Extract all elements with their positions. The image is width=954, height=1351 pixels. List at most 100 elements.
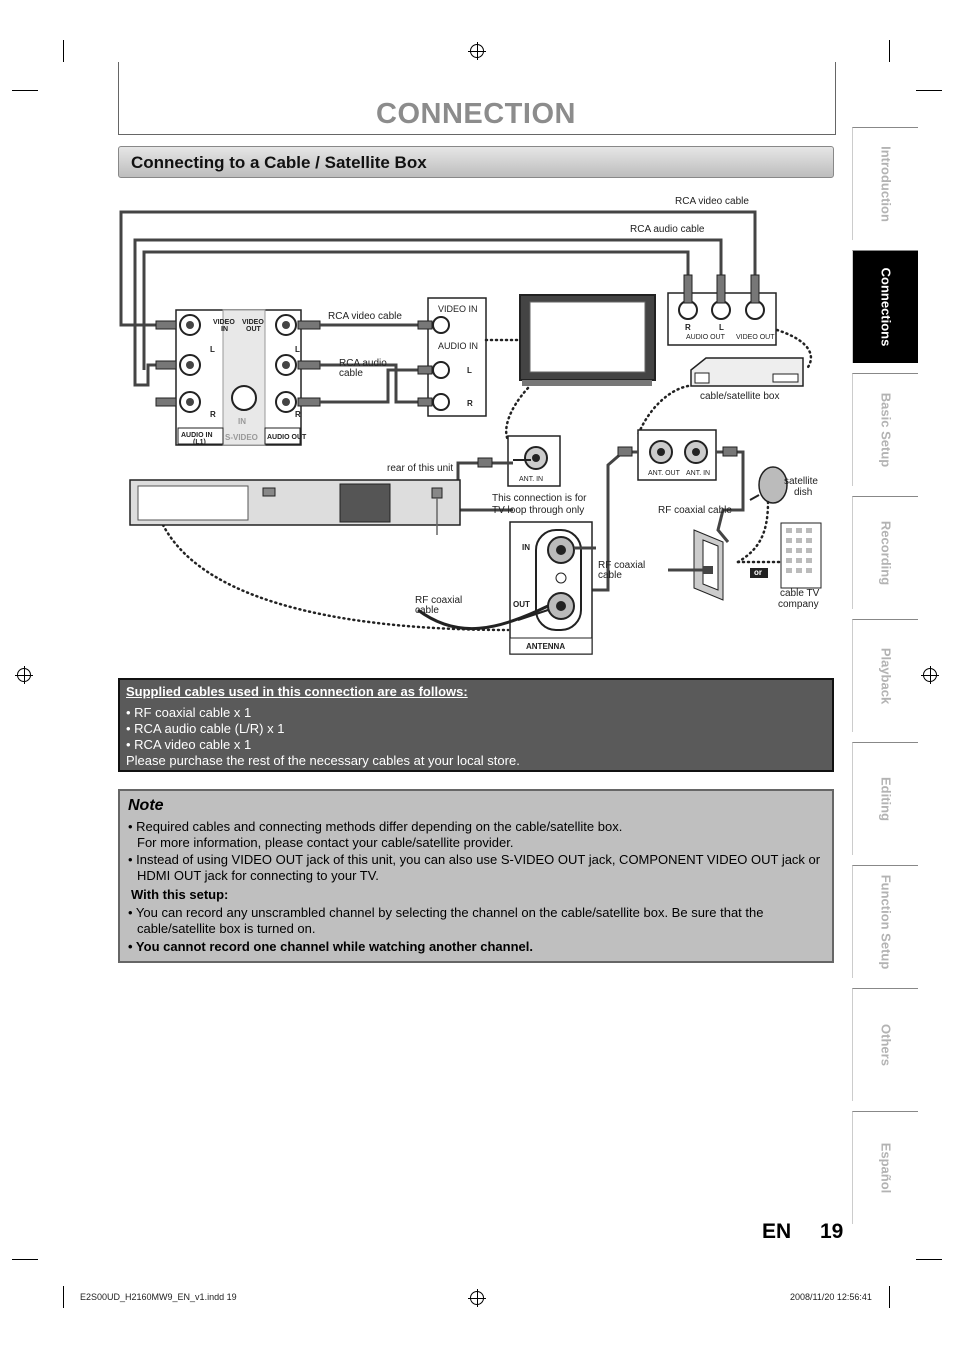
tab-introduction[interactable]: Introduction	[852, 127, 918, 240]
rca-audio-cable-line	[133, 238, 723, 387]
label-loop-note-2: TV loop through only	[492, 505, 585, 516]
supplied-item: Please purchase the rest of the necessar…	[126, 753, 520, 768]
tab-espanol[interactable]: Español	[852, 1111, 918, 1224]
label-cable-satellite-box: cable/satellite box	[700, 391, 780, 402]
label-antenna-out: OUT	[513, 600, 530, 609]
footer-file-name: E2S00UD_H2160MW9_EN_v1.indd 19	[80, 1292, 237, 1302]
label-antenna-in: IN	[522, 543, 530, 552]
label-rca-audio-cable-top: RCA audio cable	[630, 224, 705, 235]
tab-label: Recording	[878, 520, 893, 586]
tab-function-setup[interactable]: Function Setup	[852, 865, 918, 978]
label-unit-l-right: L	[295, 345, 300, 354]
label-unit-video-out-2: OUT	[246, 326, 261, 333]
section-header: Connecting to a Cable / Satellite Box	[118, 146, 834, 178]
label-tv-ant-in: ANT. IN	[519, 476, 544, 483]
registration-mark-icon	[921, 666, 939, 684]
crop-mark	[63, 40, 64, 62]
note-bullet-1: • Required cables and connecting methods…	[128, 819, 623, 834]
page-number: 19	[820, 1220, 844, 1243]
label-rf-coaxial-a: RF coaxial	[598, 560, 646, 571]
footer-timestamp: 2008/11/20 12:56:41	[790, 1292, 872, 1302]
label-unit-audio-in-2: (L1)	[193, 439, 206, 446]
title-frame	[118, 62, 836, 135]
crop-mark	[916, 90, 942, 91]
label-unit-r-left: R	[210, 410, 216, 419]
tab-label: Connections	[878, 267, 893, 347]
label-unit-s-video: S-VIDEO	[225, 433, 258, 442]
rca-video-cable-line	[119, 210, 757, 327]
tab-connections[interactable]: Connections	[852, 250, 918, 363]
tab-basic-setup[interactable]: Basic Setup	[852, 373, 918, 486]
label-unit-audio-out: AUDIO OUT	[267, 434, 307, 441]
tab-label: Playback	[878, 647, 893, 705]
tab-recording[interactable]: Recording	[852, 496, 918, 609]
label-loop-note: This connection is for	[492, 493, 587, 504]
label-box-l: L	[719, 323, 724, 332]
note-bullet-1-cont: For more information, please contact you…	[137, 835, 514, 850]
label-tv-r: R	[467, 399, 473, 408]
label-unit-in: IN	[238, 417, 246, 426]
crop-mark	[63, 1286, 64, 1308]
s-video-panel	[222, 309, 266, 446]
label-rf-coaxial-b: RF coaxial	[415, 595, 463, 606]
registration-mark-icon	[15, 666, 33, 684]
note-bullet-2-cont: HDMI OUT jack for connecting to your TV.	[137, 868, 379, 883]
connection-diagram: RCA video cable RCA audio cable RCA vide…	[118, 190, 834, 660]
supplied-heading: Supplied cables used in this connection …	[126, 684, 468, 699]
tab-label: Basic Setup	[878, 392, 893, 468]
label-unit-video-in: VIDEO	[213, 319, 235, 326]
note-bullet-3: • You can record any unscrambled channel…	[128, 905, 764, 920]
satellite-dish-shape	[758, 466, 788, 504]
note-bullet-3-cont: cable/satellite box is turned on.	[137, 921, 316, 936]
label-box-ant-in: ANT. IN	[686, 470, 711, 477]
tab-others[interactable]: Others	[852, 988, 918, 1101]
tab-label: Others	[878, 1024, 893, 1066]
note-setup-heading: With this setup:	[131, 887, 229, 902]
label-tv-video-in: VIDEO IN	[438, 304, 478, 314]
connection-diagram-drawing	[119, 210, 822, 655]
supplied-item: • RCA video cable x 1	[126, 737, 252, 752]
label-rca-audio-cable-mid-2: cable	[339, 368, 363, 379]
label-rear-of-unit: rear of this unit	[387, 463, 454, 474]
page-language: EN	[762, 1220, 792, 1243]
label-ant-out: ANT. OUT	[648, 470, 680, 477]
label-tv-l: L	[467, 366, 472, 375]
label-rca-audio-cable-mid: RCA audio	[339, 358, 387, 369]
tab-label: Introduction	[878, 146, 893, 222]
tab-playback[interactable]: Playback	[852, 619, 918, 732]
label-box-audio-out: AUDIO OUT	[686, 334, 725, 341]
label-rca-video-cable-mid: RCA video cable	[328, 311, 402, 322]
label-box-video-out: VIDEO OUT	[736, 334, 775, 341]
crop-mark	[12, 1259, 38, 1260]
label-rf-coaxial-b-2: cable	[415, 605, 439, 616]
tab-label: Editing	[878, 776, 893, 822]
note-title: Note	[128, 797, 164, 814]
label-unit-r-right: R	[295, 410, 301, 419]
page-title: CONNECTION	[376, 98, 576, 130]
tab-label: Español	[878, 1142, 893, 1194]
label-cable-tv-company: cable TV	[780, 588, 820, 599]
supplied-item: • RCA audio cable (L/R) x 1	[126, 721, 285, 736]
label-unit-audio-in: AUDIO IN	[181, 432, 213, 439]
crop-mark	[12, 90, 38, 91]
label-rf-coaxial-a-2: cable	[598, 570, 622, 581]
label-unit-video-in-2: IN	[221, 326, 228, 333]
tab-editing[interactable]: Editing	[852, 742, 918, 855]
label-cable-tv-company-2: company	[778, 599, 819, 610]
supplied-item: • RF coaxial cable x 1	[126, 705, 252, 720]
label-or: or	[754, 568, 762, 577]
tab-label: Function Setup	[878, 874, 893, 970]
label-satellite-dish-2: dish	[794, 487, 813, 498]
registration-mark-icon	[468, 1289, 486, 1307]
label-unit-video-out: VIDEO	[242, 319, 264, 326]
or-badge	[750, 568, 768, 578]
building-shape	[780, 522, 822, 589]
label-tv-audio-in: AUDIO IN	[438, 341, 479, 351]
note-bullet-4: • You cannot record one channel while wa…	[128, 939, 533, 954]
label-rf-coaxial-cable-right: RF coaxial cable	[658, 505, 732, 516]
crop-mark	[889, 40, 890, 62]
note-box: Note • Required cables and connecting me…	[118, 789, 834, 963]
label-satellite-dish: satellite	[784, 476, 818, 487]
supplied-cables-box: Supplied cables used in this connection …	[118, 678, 834, 772]
rca-audio-cable-line-2	[142, 250, 690, 370]
